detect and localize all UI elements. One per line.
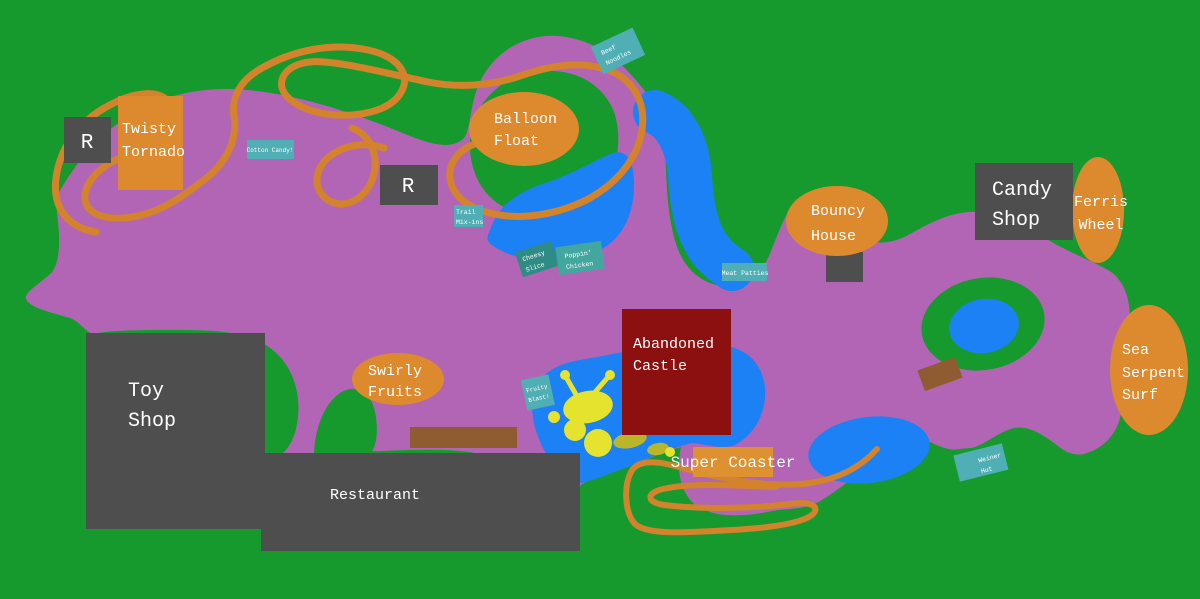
restaurant[interactable]	[261, 453, 580, 551]
sea-serpent-surf-label: Sea	[1122, 342, 1149, 359]
bouncy-house-entrance	[826, 252, 863, 282]
island-pond-water	[949, 298, 1019, 354]
ride-sea-serpent-surf[interactable]	[1110, 305, 1188, 435]
lawn-mound	[314, 388, 377, 453]
restroom-west[interactable]	[64, 117, 111, 163]
candy-shop-label: Candy	[992, 179, 1052, 202]
stand-weiner-hut-box[interactable]	[953, 443, 1009, 482]
trail-mixins-label: Trail	[456, 209, 476, 216]
toy-shop-label: Toy	[128, 380, 164, 403]
park-grounds-blob	[25, 35, 1131, 531]
twisty-tornado-label: Twisty	[122, 121, 176, 138]
candy-shop-label: Shop	[992, 209, 1040, 232]
creature-body	[584, 429, 612, 457]
stand-cheesy-slice-box[interactable]	[514, 240, 560, 278]
meat-patties-label: Meat Patties	[722, 270, 769, 277]
super-coaster-track	[623, 446, 880, 536]
creature-antenna-tip	[605, 370, 615, 380]
twisty-tornado-track-loop	[313, 124, 388, 208]
stand-beef-noodles[interactable]: Beef Noodles	[590, 27, 646, 75]
abandoned-castle-label: Abandoned	[633, 336, 714, 353]
southeast-lake	[808, 416, 930, 484]
poppin-chicken-label: Poppin'	[564, 249, 592, 260]
restaurant-label: Restaurant	[330, 487, 420, 504]
swirly-fruits-label: Swirly	[368, 363, 422, 380]
stand-fruity-blast[interactable]: Fruity Blast!	[520, 374, 555, 411]
restroom-west-label: R	[81, 132, 94, 155]
stand-trail-mixins[interactable]	[454, 205, 483, 227]
lawn-strip-west	[258, 342, 299, 453]
trail-mixins-label: Mix-ins	[456, 219, 483, 226]
creature-tail	[613, 431, 647, 449]
east-river	[633, 90, 754, 291]
ride-swirly-fruits[interactable]	[352, 353, 444, 405]
creature-body	[548, 411, 560, 423]
fruity-blast-label: Fruity	[526, 383, 549, 394]
ferris-wheel-label: Ferris	[1074, 194, 1128, 211]
balloon-float-label: Float	[494, 133, 539, 150]
swirly-fruits-label: Fruits	[368, 384, 422, 401]
creature-tail	[647, 442, 669, 456]
stand-poppin-chicken[interactable]: Poppin' Chicken	[555, 240, 605, 276]
toy-shop[interactable]	[86, 333, 265, 529]
balloon-float-label: Balloon	[494, 111, 557, 128]
creature-tail-tip	[665, 447, 675, 457]
stand-cheesy-slice[interactable]: Cheesy Slice	[514, 240, 560, 278]
stand-fruity-blast-box[interactable]	[520, 374, 555, 411]
restroom-mid-label: R	[402, 176, 415, 199]
stand-beef-noodles-box[interactable]	[590, 27, 646, 75]
ferris-wheel-label: Wheel	[1078, 217, 1123, 234]
stand-cotton-candy[interactable]	[247, 140, 294, 159]
bench	[917, 356, 963, 392]
twisty-tornado-label: Tornado	[122, 144, 185, 161]
abandoned-castle-label: Castle	[633, 358, 687, 375]
sea-serpent-surf-label: Surf	[1122, 387, 1158, 404]
cotton-candy-label: Cotton Candy!	[247, 147, 294, 154]
toy-shop-label: Shop	[128, 410, 176, 433]
fruity-blast-label: Blast!	[528, 393, 551, 404]
stand-poppin-chicken-box[interactable]	[555, 240, 605, 276]
bench	[410, 427, 517, 448]
super-coaster-label: Super Coaster	[671, 454, 796, 472]
stand-weiner-hut[interactable]: Weiner Hut	[953, 443, 1009, 482]
creature-head	[563, 390, 613, 424]
ride-ferris-wheel[interactable]	[1072, 157, 1124, 263]
restroom-mid[interactable]	[380, 165, 438, 205]
weiner-hut-label: Hut	[980, 465, 993, 475]
candy-shop[interactable]	[975, 163, 1073, 240]
ride-bouncy-house[interactable]	[786, 186, 888, 256]
stand-meat-patties[interactable]	[722, 263, 767, 281]
ride-twisty-tornado[interactable]	[118, 96, 183, 190]
bouncy-house-label: House	[811, 228, 856, 245]
creature-body	[564, 419, 586, 441]
lake-creature	[548, 370, 675, 457]
abandoned-castle[interactable]	[622, 309, 731, 435]
ride-super-coaster-station[interactable]	[693, 447, 773, 477]
creature-antenna-tip	[560, 370, 570, 380]
south-meadow	[565, 427, 1200, 599]
poppin-chicken-label: Chicken	[566, 260, 594, 271]
bouncy-house-label: Bouncy	[811, 203, 865, 220]
sea-serpent-surf-label: Serpent	[1122, 365, 1185, 382]
ride-balloon-float[interactable]	[469, 92, 579, 166]
